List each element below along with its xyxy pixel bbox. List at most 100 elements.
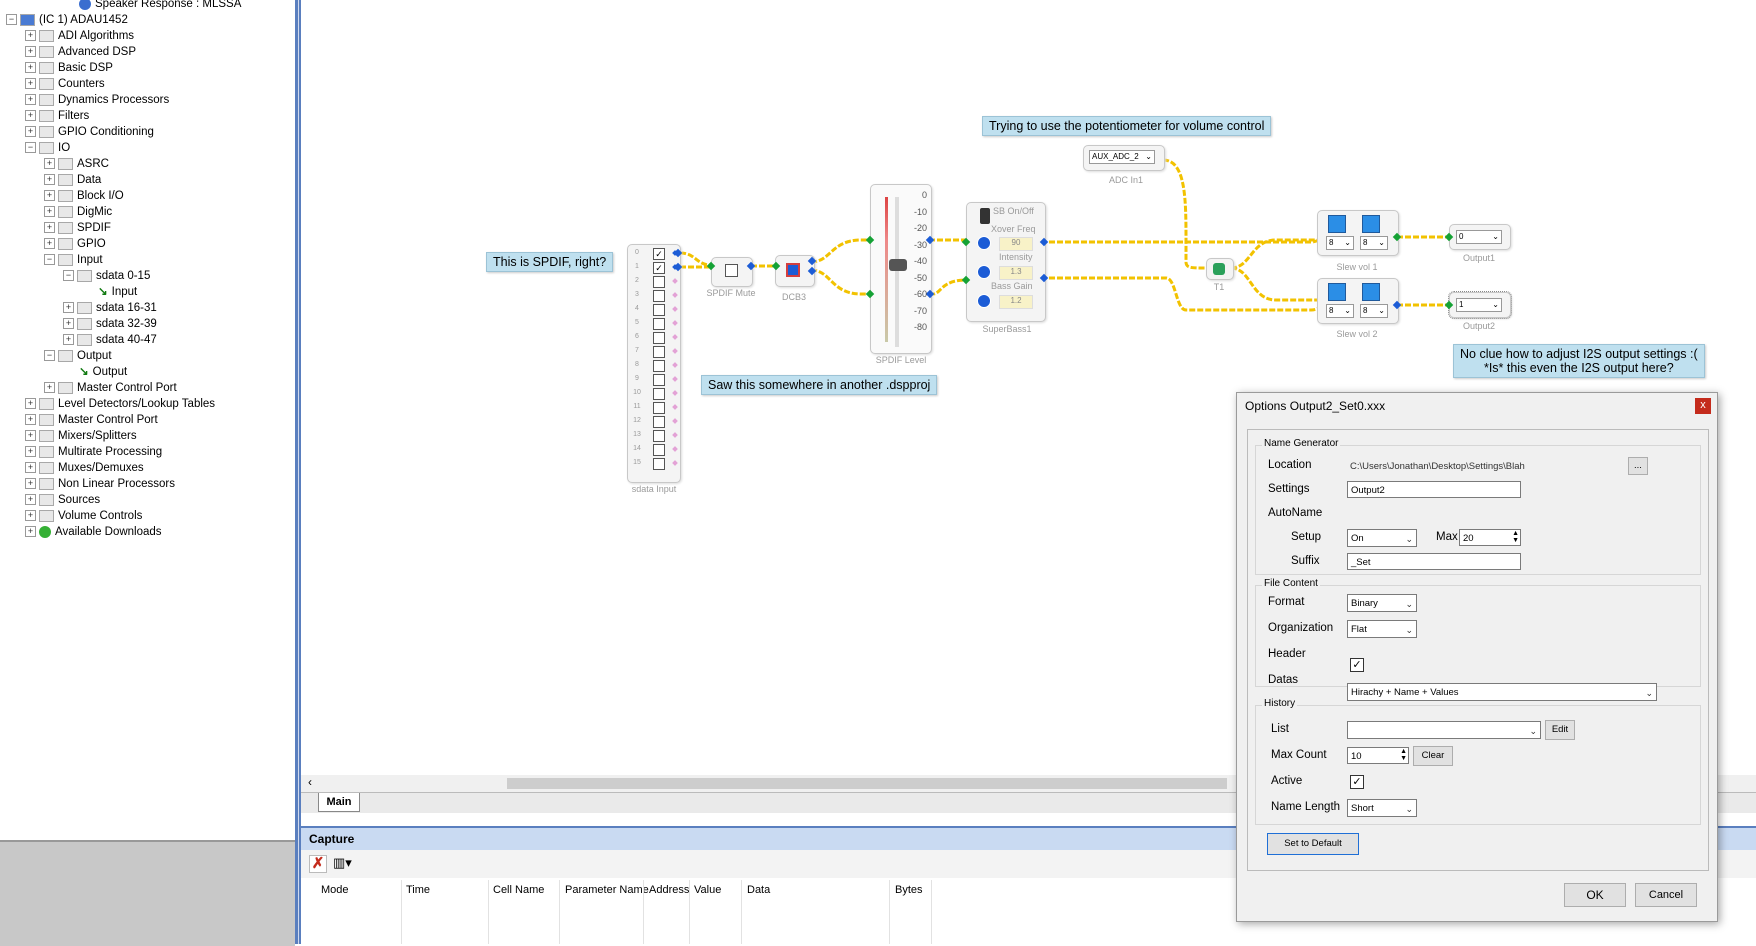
namelength-select[interactable]: Short⌄ <box>1347 799 1417 817</box>
bass-gain-value[interactable]: 1.2 <box>999 295 1033 309</box>
tree-item[interactable]: +Counters <box>25 76 105 92</box>
expand-icon[interactable]: + <box>25 526 36 538</box>
slew-vol-1-block[interactable]: 8⌄ 8⌄ <box>1317 210 1399 256</box>
capture-column-header[interactable]: Value <box>694 884 722 896</box>
cancel-button[interactable]: Cancel <box>1635 883 1697 907</box>
expand-icon[interactable]: + <box>25 46 36 58</box>
tree-item[interactable]: +Master Control Port <box>25 412 158 428</box>
tree-item[interactable]: ↘Input <box>82 284 137 300</box>
expand-icon[interactable]: + <box>25 94 36 106</box>
expand-icon[interactable]: + <box>44 158 55 170</box>
expand-icon[interactable]: + <box>44 174 55 186</box>
slew-select[interactable]: 8⌄ <box>1326 236 1354 250</box>
tree-item[interactable]: +Block I/O <box>44 188 124 204</box>
tree-item[interactable]: +Master Control Port <box>44 380 177 396</box>
adc-block[interactable]: AUX_ADC_2⌄ <box>1083 145 1165 171</box>
tree-item[interactable]: +Mixers/Splitters <box>25 428 137 444</box>
collapse-icon[interactable]: − <box>44 254 55 266</box>
channel-checkbox[interactable] <box>653 332 665 344</box>
header-checkbox[interactable]: ✓ <box>1350 658 1364 672</box>
expand-icon[interactable]: + <box>25 62 36 74</box>
xover-value[interactable]: 90 <box>999 237 1033 251</box>
channel-checkbox[interactable]: ✓ <box>653 262 665 274</box>
channel-checkbox[interactable] <box>653 318 665 330</box>
tree-item[interactable]: −Output <box>44 348 112 364</box>
ok-button[interactable]: OK <box>1564 883 1626 907</box>
tree-item[interactable]: +sdata 32-39 <box>63 316 157 332</box>
scrollbar-thumb[interactable] <box>507 778 1227 789</box>
edit-button[interactable]: Edit <box>1545 720 1575 740</box>
capture-column-header[interactable]: Mode <box>321 884 349 896</box>
channel-checkbox[interactable] <box>653 388 665 400</box>
expand-icon[interactable]: + <box>44 238 55 250</box>
expand-icon[interactable]: + <box>63 334 74 346</box>
expand-icon[interactable]: + <box>63 318 74 330</box>
tree-item[interactable]: +ADI Algorithms <box>25 28 134 44</box>
collapse-icon[interactable]: − <box>63 270 74 282</box>
clear-capture-icon[interactable]: ✗ <box>309 855 327 873</box>
slew-select[interactable]: 8⌄ <box>1326 304 1354 318</box>
tree-item[interactable]: +Non Linear Processors <box>25 476 175 492</box>
columns-icon[interactable]: ▥▾ <box>333 855 352 870</box>
tree-item[interactable]: +sdata 16-31 <box>63 300 157 316</box>
setup-select[interactable]: On⌄ <box>1347 529 1417 547</box>
stepper-arrows-icon[interactable]: ▲▼ <box>1400 748 1407 762</box>
close-icon[interactable]: x <box>1695 398 1711 414</box>
expand-icon[interactable]: + <box>25 494 36 506</box>
expand-icon[interactable]: + <box>44 206 55 218</box>
output2-select[interactable]: 1⌄ <box>1456 298 1502 312</box>
collapse-icon[interactable]: − <box>25 142 36 154</box>
list-select[interactable]: ⌄ <box>1347 721 1541 739</box>
tree-item[interactable]: +Advanced DSP <box>25 44 136 60</box>
intensity-value[interactable]: 1.3 <box>999 266 1033 280</box>
channel-checkbox[interactable] <box>653 360 665 372</box>
knob-icon[interactable] <box>977 294 991 308</box>
tree-item[interactable]: +Dynamics Processors <box>25 92 169 108</box>
tree-item[interactable]: +Data <box>44 172 101 188</box>
mute-checkbox[interactable] <box>725 264 738 277</box>
tree-item[interactable]: +DigMic <box>44 204 112 220</box>
browse-button[interactable]: ... <box>1628 457 1648 475</box>
channel-checkbox[interactable] <box>653 430 665 442</box>
tab-main[interactable]: Main <box>318 793 360 812</box>
capture-column-header[interactable]: Cell Name <box>493 884 545 896</box>
slew-vol-2-block[interactable]: 8⌄ 8⌄ <box>1317 278 1399 324</box>
tree-item[interactable]: −IO <box>25 140 70 156</box>
tree-item[interactable]: +Level Detectors/Lookup Tables <box>25 396 215 412</box>
tree-item[interactable]: ↘Output <box>63 364 127 380</box>
level-slider-knob[interactable] <box>889 259 907 271</box>
set-default-button[interactable]: Set to Default <box>1267 833 1359 855</box>
expand-icon[interactable]: + <box>25 78 36 90</box>
channel-checkbox[interactable] <box>653 374 665 386</box>
channel-checkbox[interactable] <box>653 402 665 414</box>
expand-icon[interactable]: + <box>25 398 36 410</box>
comment-spdif[interactable]: This is SPDIF, right? <box>486 252 614 272</box>
expand-icon[interactable]: + <box>44 222 55 234</box>
slider-icon[interactable] <box>1328 215 1346 233</box>
output2-block[interactable]: 1⌄ <box>1448 291 1512 319</box>
slew-select[interactable]: 8⌄ <box>1360 304 1388 318</box>
tree-item[interactable]: +Basic DSP <box>25 60 113 76</box>
superbass-block[interactable]: SB On/Off Xover Freq 90 Intensity 1.3 Ba… <box>966 202 1046 322</box>
capture-column-header[interactable]: Data <box>747 884 771 896</box>
slew-select[interactable]: 8⌄ <box>1360 236 1388 250</box>
channel-checkbox[interactable] <box>653 290 665 302</box>
comment-potentiometer[interactable]: Trying to use the potentiometer for volu… <box>982 116 1272 136</box>
slider-icon[interactable] <box>1362 215 1380 233</box>
capture-column-header[interactable]: Bytes <box>895 884 923 896</box>
tree-item[interactable]: +Muxes/Demuxes <box>25 460 144 476</box>
datas-select[interactable]: Hirachy + Name + Values⌄ <box>1347 683 1657 701</box>
tree-item[interactable]: +Volume Controls <box>25 508 142 524</box>
output1-block[interactable]: 0⌄ <box>1449 224 1511 250</box>
suffix-input[interactable]: _Set <box>1347 553 1521 570</box>
expand-icon[interactable]: + <box>25 414 36 426</box>
tree-item[interactable]: −sdata 0-15 <box>63 268 150 284</box>
active-checkbox[interactable]: ✓ <box>1350 775 1364 789</box>
capture-column-header[interactable]: Time <box>406 884 431 896</box>
expand-icon[interactable]: + <box>25 430 36 442</box>
channel-checkbox[interactable]: ✓ <box>653 248 665 260</box>
slider-icon[interactable] <box>1328 283 1346 301</box>
format-select[interactable]: Binary⌄ <box>1347 594 1417 612</box>
tree-item[interactable]: +ASRC <box>44 156 109 172</box>
tree-item[interactable]: Speaker Response : MLSSA <box>63 0 241 12</box>
